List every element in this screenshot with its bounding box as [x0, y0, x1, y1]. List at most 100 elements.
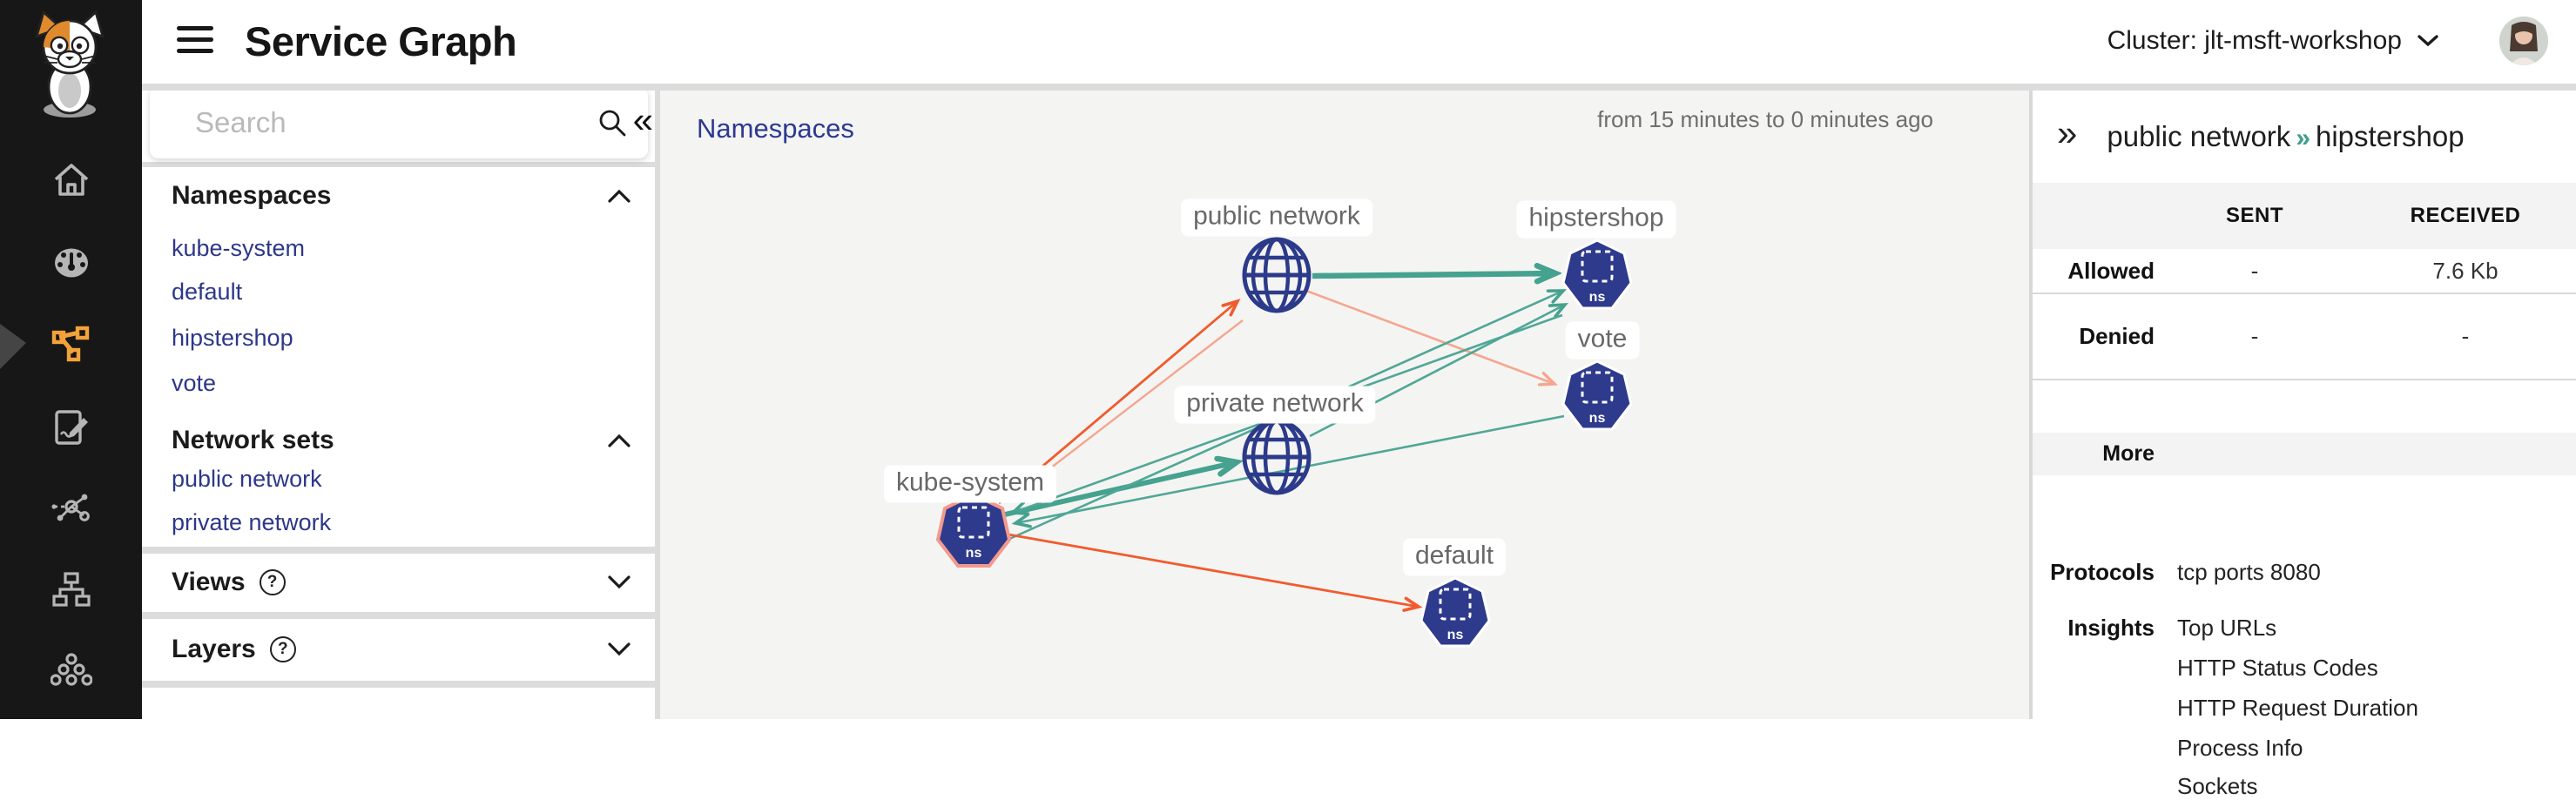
column-received: RECEIVED	[2410, 204, 2521, 227]
traffic-table-header: SENT RECEIVED	[2033, 183, 2576, 249]
layers-section: Layers ?	[142, 619, 655, 681]
breadcrumb-source[interactable]: public network	[2107, 120, 2291, 152]
column-sent: SENT	[2225, 204, 2283, 227]
edge-public-network-to-vote[interactable]	[1305, 289, 1558, 387]
network-sets-section-header[interactable]: Network sets	[172, 426, 631, 455]
search-section: «	[142, 84, 655, 162]
insights-row: Insights Top URLs	[2033, 615, 2576, 642]
layers-section-header[interactable]: Layers ?	[172, 635, 631, 664]
search-input[interactable]	[150, 106, 597, 139]
page-title: Service Graph	[245, 18, 517, 64]
namespaces-header-label: Namespaces	[172, 181, 332, 210]
edge-public-network-to-hipstershop[interactable]	[1312, 273, 1555, 276]
avatar-image	[2499, 17, 2548, 65]
node-vote[interactable]: ns	[1561, 360, 1633, 431]
policies-icon[interactable]	[51, 407, 92, 449]
details-header: » public network » hipstershop	[2033, 91, 2576, 183]
node-kube-system[interactable]: ns	[935, 492, 1012, 568]
sidebar-item-private-network[interactable]: private network	[172, 509, 332, 535]
node-label-default[interactable]: default	[1402, 538, 1507, 576]
ns-badge: ns	[1447, 628, 1464, 642]
service-graph-icon[interactable]	[51, 324, 92, 366]
more-label: More	[2102, 441, 2155, 466]
canvas-view-label: Namespaces	[697, 113, 854, 144]
protocols-label: Protocols	[2050, 559, 2155, 585]
more-section-header[interactable]: More	[2033, 433, 2576, 475]
node-label-public-network[interactable]: public network	[1181, 198, 1372, 237]
time-range-label: from 15 minutes to 0 minutes ago	[1597, 106, 1933, 132]
views-section-header[interactable]: Views ?	[172, 568, 631, 597]
edge-vote-to-kube-system[interactable]	[1011, 414, 1565, 528]
service-graph-canvas[interactable]: Namespaces from 15 minutes to 0 minutes …	[660, 91, 2029, 719]
active-nav-indicator	[0, 324, 26, 369]
layers-header-label: Layers	[172, 635, 256, 663]
calico-cat-logo	[34, 10, 105, 118]
node-label-private-network[interactable]: private network	[1174, 386, 1376, 424]
breadcrumb-target[interactable]: hipstershop	[2316, 120, 2465, 152]
denied-received-value: -	[2461, 323, 2470, 349]
chevron-down-icon	[608, 642, 631, 656]
cluster-circles-icon[interactable]	[51, 651, 92, 693]
insight-item-process-info[interactable]: Process Info	[2177, 735, 2303, 761]
insight-item-top-urls[interactable]: Top URLs	[2177, 615, 2277, 641]
chevron-up-icon	[608, 189, 631, 203]
ns-badge: ns	[966, 546, 982, 561]
namespaces-section-header[interactable]: Namespaces	[172, 181, 631, 211]
user-avatar[interactable]	[2499, 17, 2548, 65]
search-box	[150, 87, 648, 158]
views-header-label: Views	[172, 568, 246, 596]
node-default[interactable]: ns	[1419, 576, 1491, 648]
chevron-up-icon	[608, 434, 631, 447]
node-hipstershop[interactable]: ns	[1561, 239, 1633, 310]
node-label-vote[interactable]: vote	[1565, 321, 1640, 360]
insights-label: Insights	[2067, 615, 2155, 641]
protocols-value: tcp ports 8080	[2177, 559, 2321, 585]
ns-badge: ns	[1589, 290, 1606, 305]
sidebar-item-kube-system[interactable]: kube-system	[172, 235, 306, 261]
details-panel: » public network » hipstershop SENT RECE…	[2033, 91, 2576, 799]
home-icon[interactable]	[51, 160, 92, 202]
table-row-allowed: Allowed - 7.6 Kb	[2033, 249, 2576, 294]
header-divider	[142, 82, 2576, 91]
search-icon[interactable]	[597, 108, 627, 138]
views-help-icon[interactable]: ?	[259, 569, 286, 595]
chevron-down-icon	[2418, 35, 2438, 47]
edge-kube-system-to-default[interactable]	[1008, 533, 1423, 612]
collapse-details-icon[interactable]: »	[2057, 112, 2078, 153]
table-row-denied: Denied - -	[2033, 294, 2576, 380]
hamburger-menu-icon[interactable]	[177, 26, 213, 54]
left-nav-rail	[0, 0, 142, 719]
views-section: Views ?	[142, 554, 655, 612]
network-molecule-icon[interactable]	[51, 489, 92, 531]
cluster-selector[interactable]: Cluster: jlt-msft-workshop	[2107, 26, 2438, 56]
breadcrumb: public network » hipstershop	[2107, 120, 2464, 153]
sidebar-item-hipstershop[interactable]: hipstershop	[172, 325, 293, 351]
allowed-received-value: 7.6 Kb	[2432, 257, 2498, 284]
sidebar-item-public-network[interactable]: public network	[172, 466, 322, 492]
sidebar-item-vote[interactable]: vote	[172, 370, 217, 396]
panel-divider	[2029, 91, 2033, 719]
dashboard-gauge-icon[interactable]	[51, 242, 92, 284]
insight-item-http-request-duration[interactable]: HTTP Request Duration	[2177, 695, 2418, 721]
panel-footer-blank	[142, 688, 655, 719]
denied-label: Denied	[2079, 323, 2155, 349]
insight-item-http-status-codes[interactable]: HTTP Status Codes	[2177, 655, 2378, 681]
node-private-network[interactable]	[1242, 419, 1312, 495]
side-panel: « Namespaces kube-system default hipster…	[142, 84, 660, 719]
ns-badge: ns	[1589, 411, 1606, 426]
node-label-hipstershop[interactable]: hipstershop	[1516, 200, 1676, 239]
allowed-label: Allowed	[2067, 257, 2155, 284]
allowed-sent-value: -	[2250, 257, 2259, 284]
layers-help-icon[interactable]: ?	[269, 636, 296, 662]
collapse-panel-icon[interactable]: «	[632, 99, 653, 140]
hierarchy-tree-icon[interactable]	[51, 569, 92, 611]
node-public-network[interactable]	[1242, 237, 1312, 313]
top-bar: Service Graph Cluster: jlt-msft-workshop	[142, 0, 2576, 84]
network-sets-header-label: Network sets	[172, 426, 334, 454]
insight-item-sockets[interactable]: Sockets	[2177, 773, 2258, 799]
protocols-row: Protocols tcp ports 8080	[2033, 559, 2576, 586]
network-sets-section: Network sets public network private netw…	[142, 412, 655, 547]
sidebar-item-default[interactable]: default	[172, 279, 243, 305]
denied-sent-value: -	[2250, 323, 2259, 349]
node-label-kube-system[interactable]: kube-system	[883, 465, 1057, 503]
